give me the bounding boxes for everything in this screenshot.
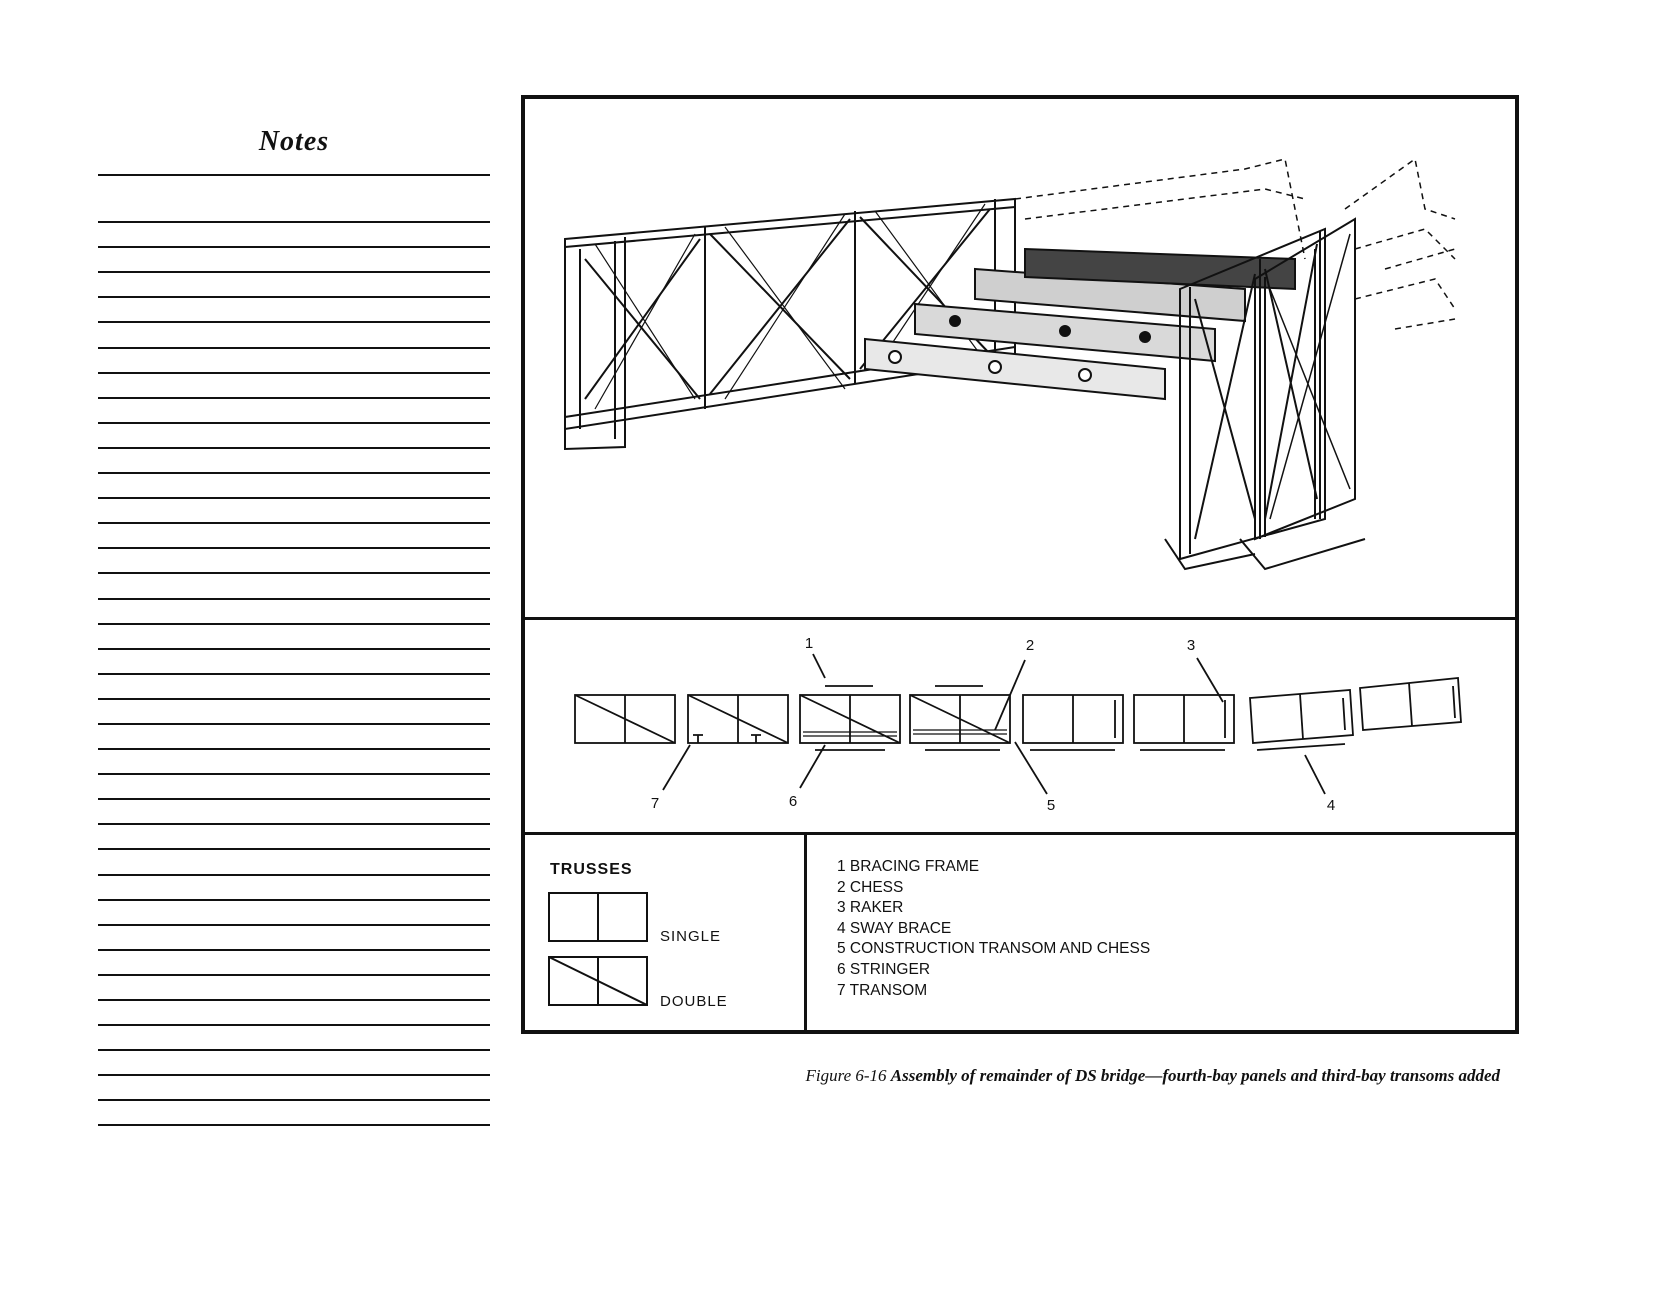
arrow-3 [1196, 657, 1224, 703]
bridge-drawing [564, 157, 1456, 571]
caption-text: Assembly of remainder of DS bridge—fourt… [890, 1066, 1500, 1085]
note-line [98, 396, 490, 422]
legend-divider [804, 835, 807, 1030]
note-line [98, 572, 490, 597]
notes-column: Notes [98, 118, 490, 1128]
callout-label-2: 2 [1026, 637, 1034, 654]
callout-label-1: 1 [805, 635, 813, 652]
legend-panel: TRUSSES SINGLE DOUBLE 1 BRACING FRAME 2 … [525, 835, 1515, 1030]
note-line [98, 898, 490, 924]
note-line [98, 722, 490, 748]
legend-item: 1 BRACING FRAME [837, 858, 980, 875]
note-line [98, 446, 490, 472]
truss-plan-diagram: 1 2 3 4 5 6 7 [525, 620, 1515, 835]
legend-item: 7 TRANSOM [837, 981, 928, 999]
plan-drawing: 1 2 3 4 5 6 7 [574, 635, 1462, 814]
note-line [98, 522, 490, 547]
legend-item: 5 CONSTRUCTION TRANSOM AND CHESS [837, 940, 1151, 958]
notes-ruled-lines [98, 174, 490, 1150]
note-line [98, 1024, 490, 1049]
note-line [98, 597, 490, 623]
legend-item: 2 CHESS [837, 878, 904, 896]
arrow-7 [662, 744, 691, 791]
legend-item: 4 SWAY BRACE [837, 919, 952, 937]
callout-label-5: 5 [1047, 797, 1055, 814]
note-line [98, 999, 490, 1024]
callout-label-7: 7 [651, 795, 659, 812]
arrow-4 [1304, 754, 1326, 795]
note-line [98, 547, 490, 572]
note-line [98, 271, 490, 296]
note-line [98, 923, 490, 949]
note-line [98, 321, 490, 346]
trusses-title: TRUSSES [550, 861, 633, 878]
callout-label-3: 3 [1187, 637, 1195, 654]
single-label: SINGLE [660, 928, 722, 945]
note-line [98, 798, 490, 823]
legend-list: 1 BRACING FRAME 2 CHESS 3 RAKER 4 SWAY B… [837, 857, 1150, 1001]
note-line [98, 773, 490, 798]
note-line [98, 622, 490, 648]
note-line [98, 346, 490, 372]
truss-symbols [548, 892, 648, 1006]
note-line [98, 371, 490, 397]
arrow-5 [1014, 741, 1048, 795]
figure-caption: Figure 6-16 Assembly of remainder of DS … [500, 1066, 1500, 1086]
note-line [98, 296, 490, 321]
note-line [98, 873, 490, 899]
callout-label-4: 4 [1327, 797, 1335, 814]
double-label: DOUBLE [660, 993, 728, 1010]
note-line [98, 472, 490, 497]
note-line [98, 948, 490, 974]
note-line [98, 1049, 490, 1074]
note-line [98, 174, 490, 199]
note-line [98, 848, 490, 873]
arrow-1 [812, 653, 826, 679]
legend-item: 6 STRINGER [837, 960, 931, 978]
note-line [98, 1124, 490, 1149]
caption-prefix: Figure 6-16 [805, 1066, 887, 1085]
note-line [98, 497, 490, 522]
bridge-illustration [525, 99, 1515, 620]
callout-label-6: 6 [789, 793, 797, 810]
note-line [98, 697, 490, 723]
note-line [98, 748, 490, 773]
note-line [98, 823, 490, 848]
note-line [98, 246, 490, 271]
legend-item: 3 RAKER [837, 899, 904, 917]
arrow-2 [994, 659, 1026, 731]
note-line [98, 221, 490, 246]
figure-frame: 1 2 3 4 5 6 7 TRUSSES SINGLE DOUBLE 1 BRACING … [521, 95, 1519, 1034]
note-line [98, 973, 490, 999]
note-line [98, 672, 490, 698]
note-line [98, 421, 490, 447]
note-line [98, 647, 490, 673]
note-line [98, 1074, 490, 1099]
note-line [98, 1099, 490, 1124]
arrow-6 [799, 744, 826, 789]
notes-title: Notes [258, 126, 330, 157]
